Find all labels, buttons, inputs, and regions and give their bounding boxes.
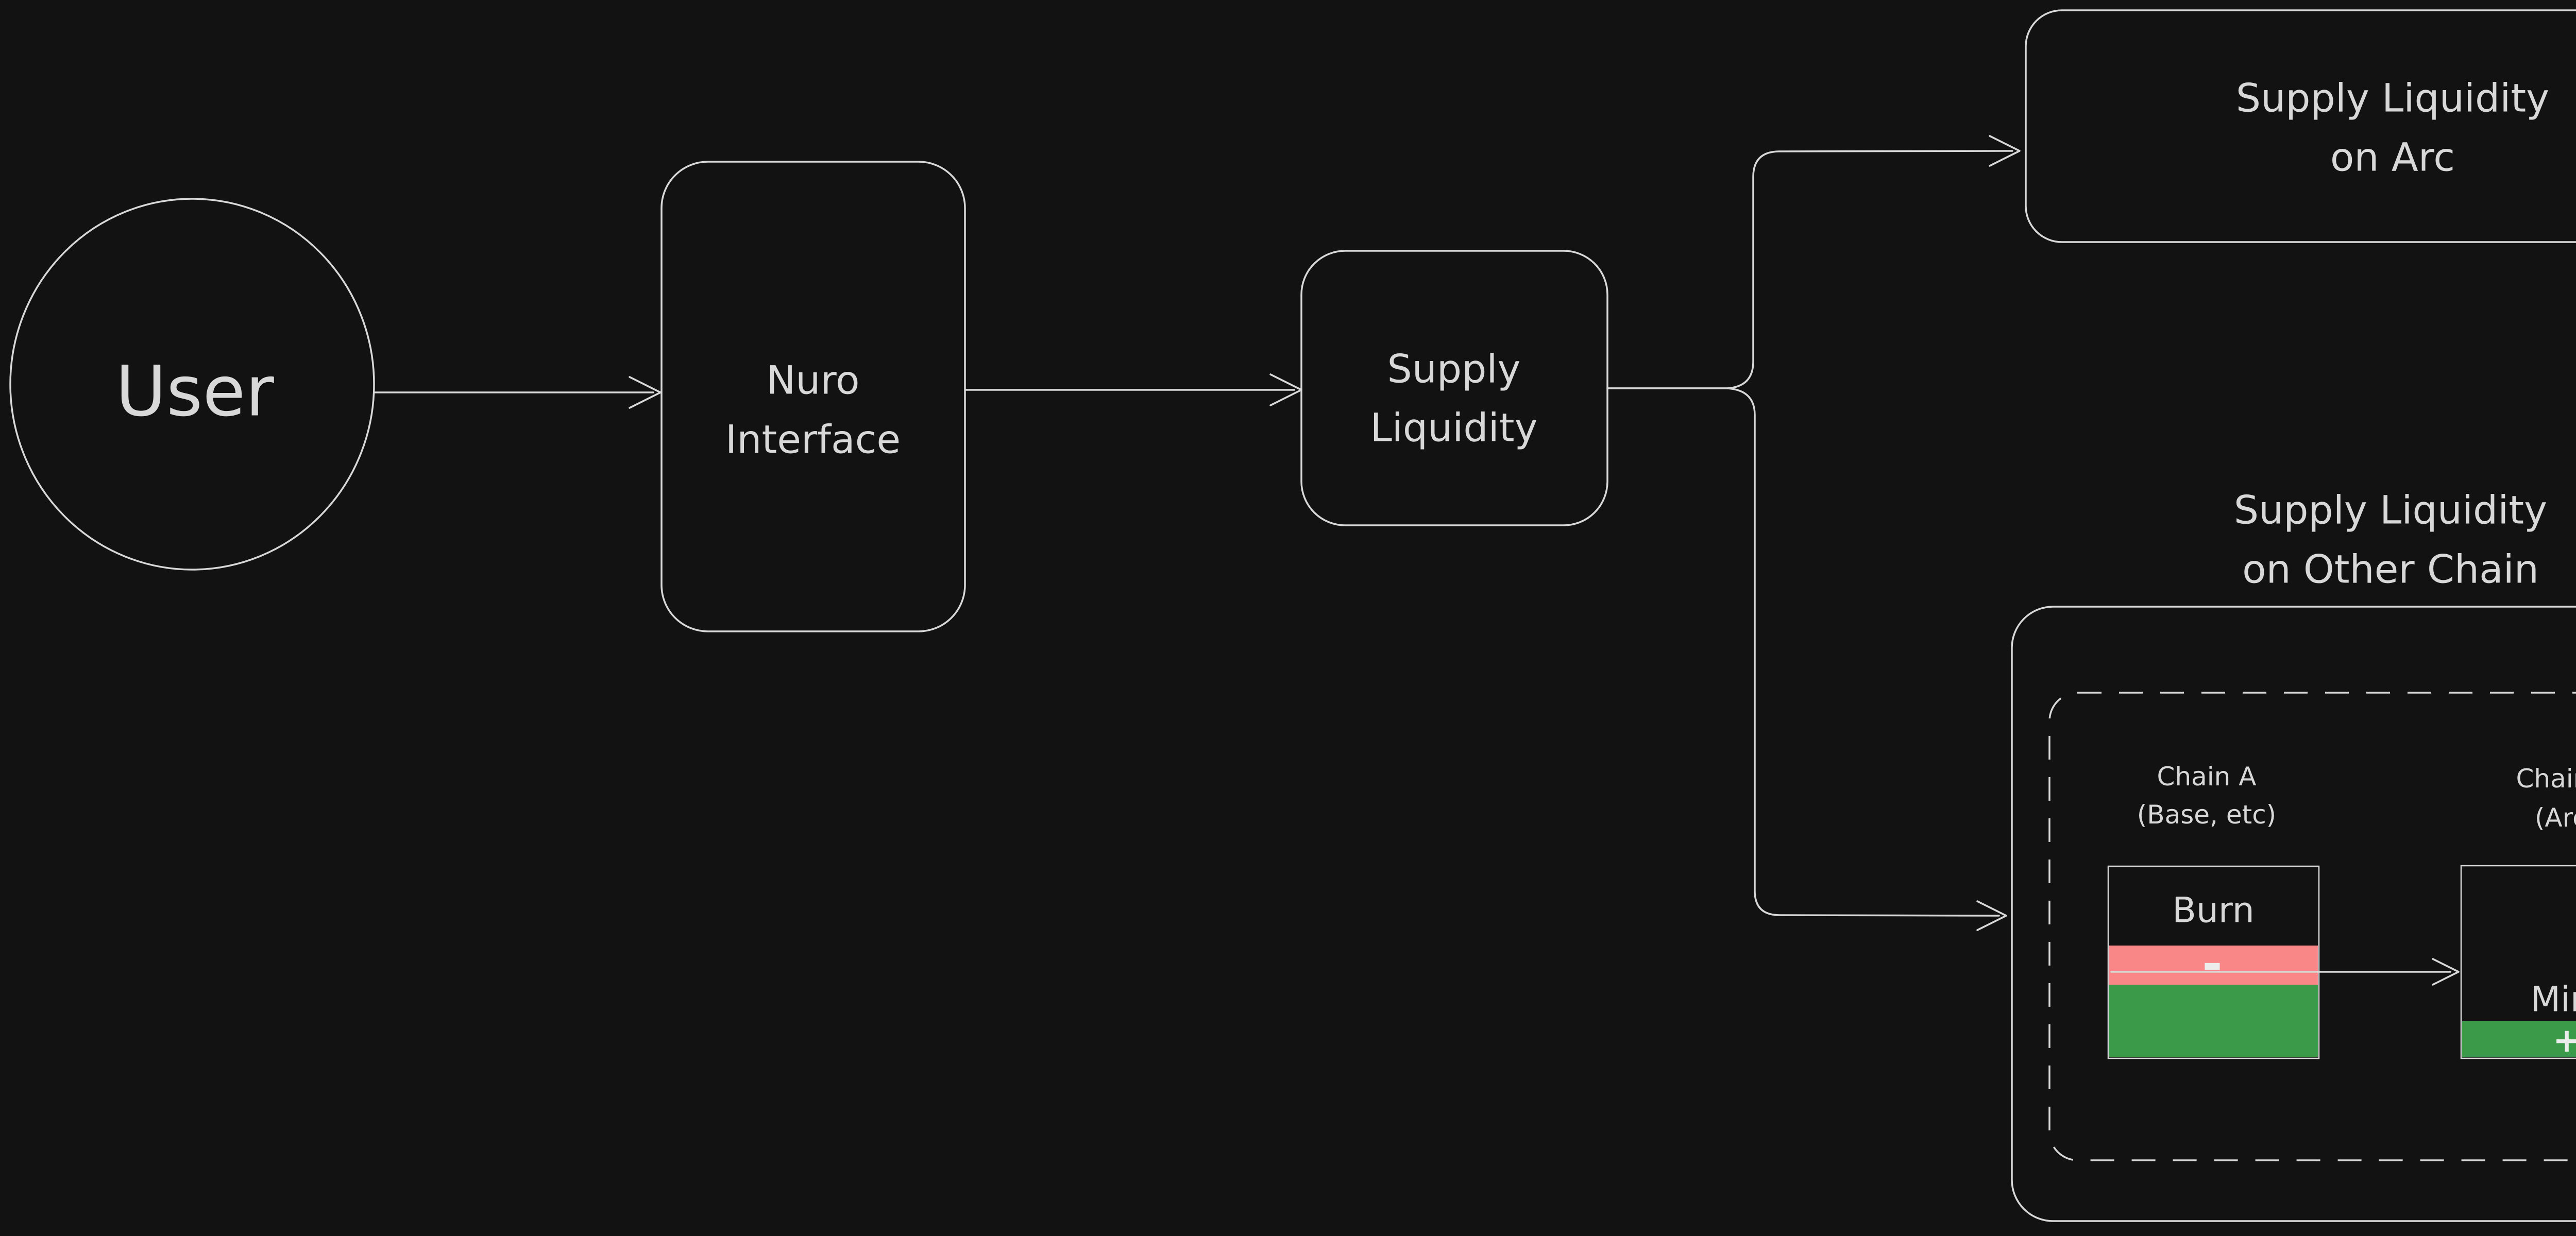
- supply-on-arc-label-line2: on Arc: [2330, 134, 2455, 180]
- burn-decrease-band: [2109, 946, 2318, 985]
- connector-supply-to-arc: [1606, 150, 2013, 389]
- burn-box: [2107, 865, 2320, 1059]
- supply-liquidity-label-line1: Supply: [1387, 346, 1521, 392]
- burn-label: Burn: [2172, 890, 2255, 931]
- nuro-interface-label-line2: Interface: [725, 417, 901, 462]
- other-chain-title-line1: Supply Liquidity: [2234, 487, 2547, 533]
- mint-increase-band: [2462, 1021, 2576, 1057]
- burn-minus-symbol: -: [2202, 936, 2222, 992]
- chain-b-label-line1: Chain B: [2516, 764, 2576, 794]
- connector-supply-to-other-chain: [1606, 387, 2000, 917]
- supply-liquidity-label-line2: Liquidity: [1370, 405, 1537, 451]
- nuro-interface-label-line1: Nuro: [766, 357, 859, 403]
- burn-remaining-band: [2109, 985, 2318, 1057]
- chain-a-label-line2: (Base, etc): [2137, 800, 2276, 830]
- arrow-user-to-interface-head: [629, 376, 662, 409]
- connector-supply-to-other-chain-head: [1976, 900, 2007, 931]
- chain-a-label-line1: Chain A: [2157, 762, 2257, 792]
- bridge-dashed-box: [2048, 692, 2576, 1161]
- chain-b-label-line2: (Arc): [2535, 803, 2576, 833]
- supply-on-arc-node-box: [2025, 9, 2576, 243]
- arrow-burn-to-mint-head: [2432, 958, 2460, 986]
- supply-on-arc-label-line1: Supply Liquidity: [2236, 75, 2549, 121]
- mint-label: Mint: [2530, 980, 2576, 1020]
- mint-plus-symbol: +: [2553, 1022, 2576, 1060]
- mint-box: [2460, 865, 2576, 1059]
- user-node-circle: [9, 198, 375, 571]
- connector-supply-to-arc-head: [1989, 135, 2021, 167]
- other-chain-title-line2: on Other Chain: [2242, 546, 2539, 592]
- other-chain-group-box: [2011, 606, 2576, 1222]
- nuro-interface-node-box: [660, 161, 966, 632]
- user-label: User: [115, 351, 274, 432]
